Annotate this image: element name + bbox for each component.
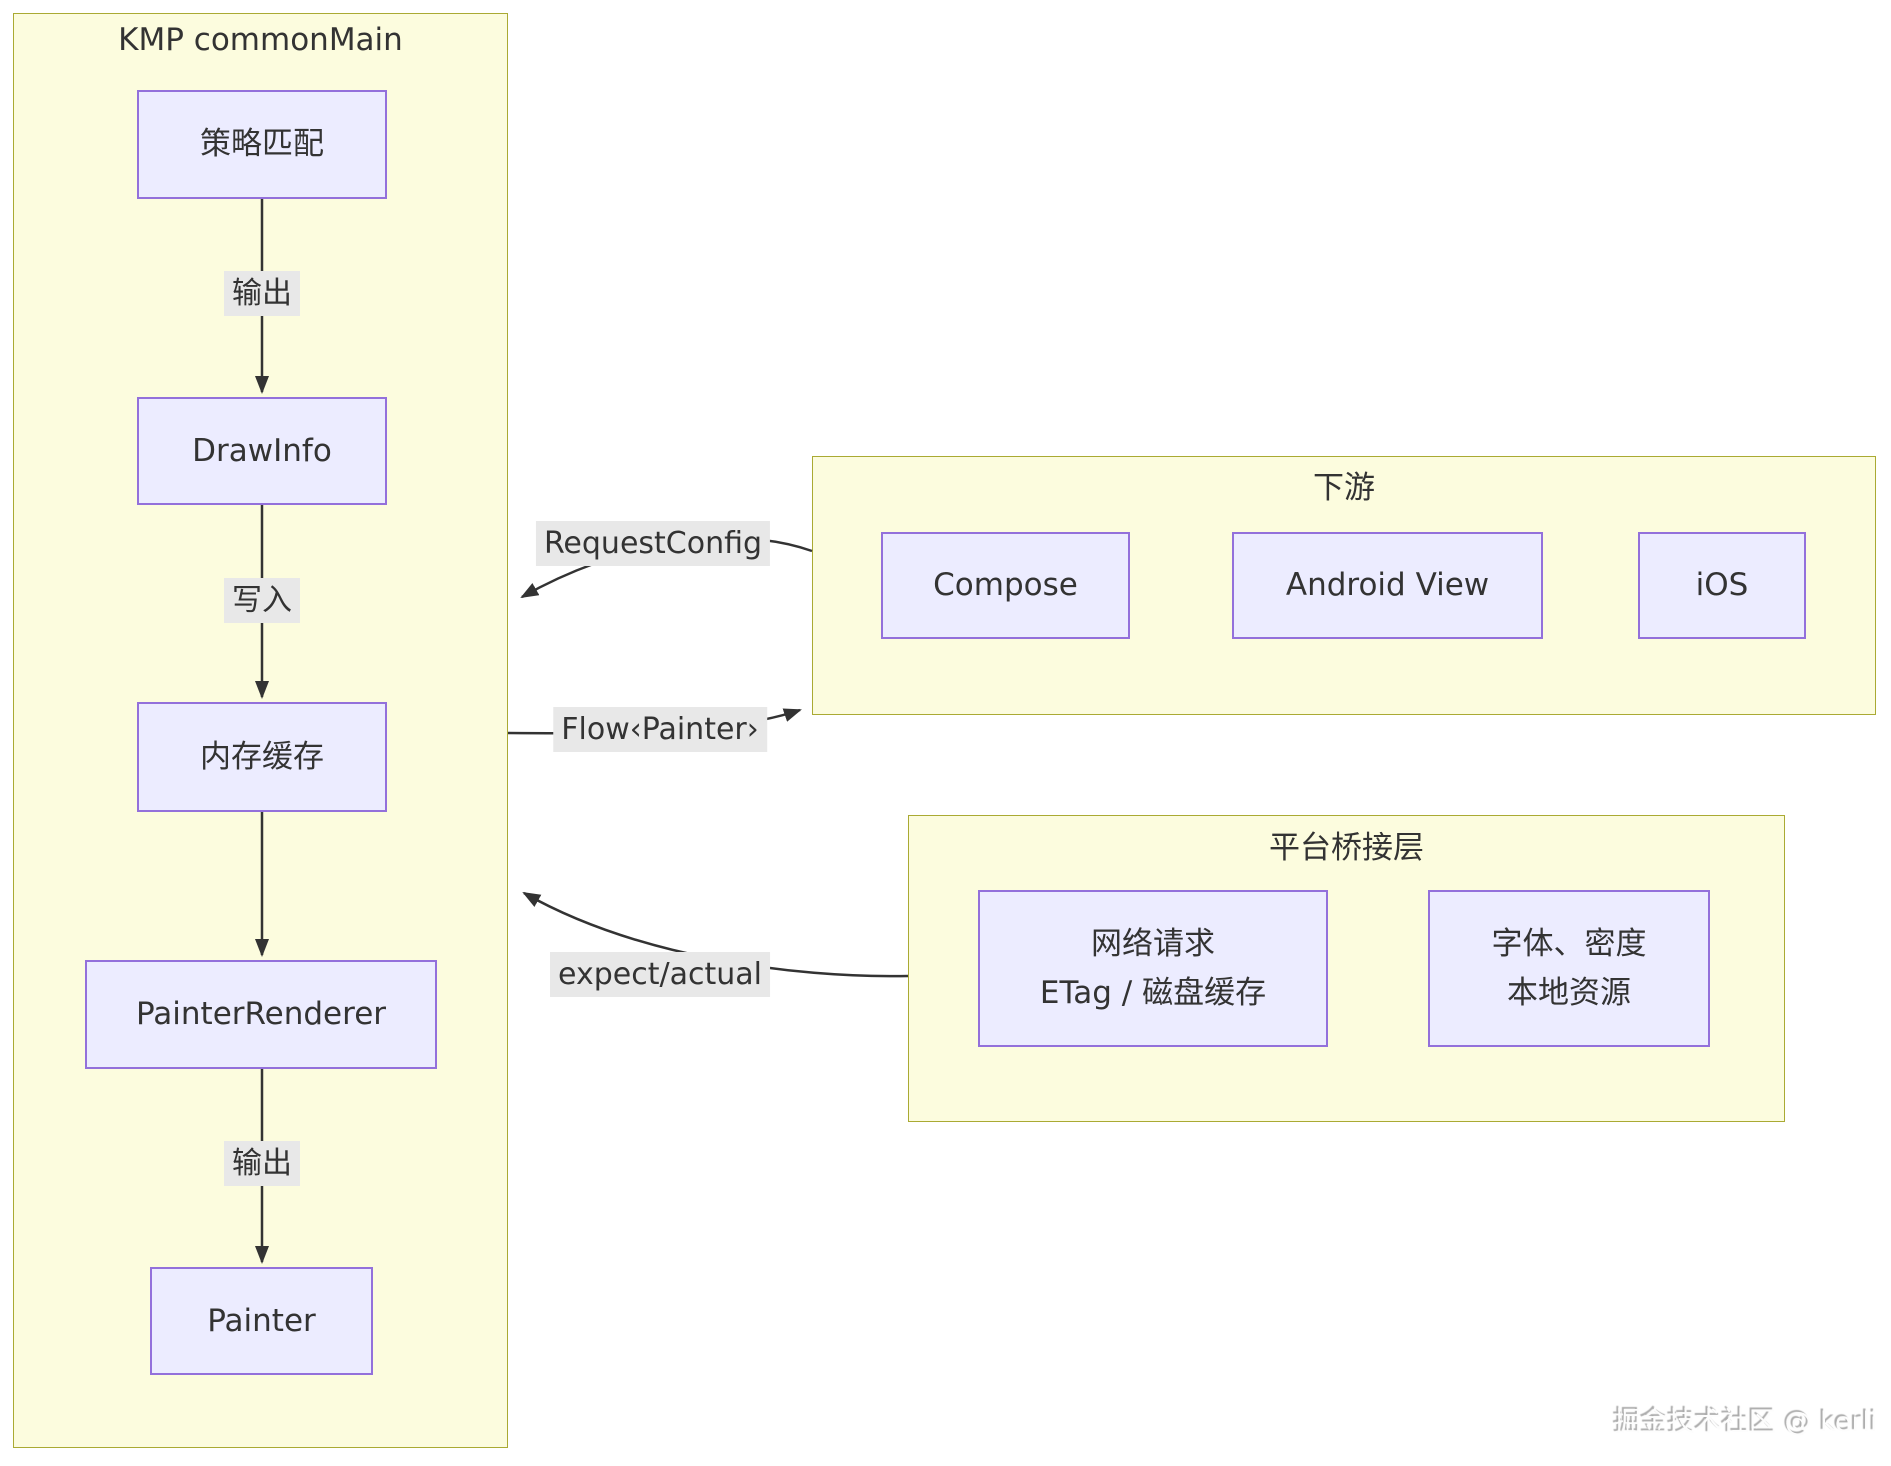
node-local-resources-line2: 本地资源 bbox=[1507, 974, 1631, 1011]
node-memory-cache-label: 内存缓存 bbox=[200, 738, 324, 775]
node-local-resources-line1: 字体、密度 bbox=[1491, 926, 1647, 963]
edge-label-output-1: 输出 bbox=[224, 271, 300, 316]
node-network-request: 网络请求 ETag / 磁盘缓存 bbox=[978, 890, 1328, 1047]
node-android-view: Android View bbox=[1232, 532, 1543, 639]
edge-label-write: 写入 bbox=[224, 578, 300, 623]
cluster-title-bridge: 平台桥接层 bbox=[1269, 830, 1424, 866]
node-painter-label: Painter bbox=[207, 1302, 316, 1339]
node-painter-renderer-label: PainterRenderer bbox=[135, 996, 387, 1033]
node-memory-cache: 内存缓存 bbox=[137, 702, 387, 812]
cluster-title-downstream: 下游 bbox=[1313, 470, 1375, 506]
edge-label-request-config: RequestConfig bbox=[535, 521, 771, 566]
node-drawinfo-label: DrawInfo bbox=[192, 432, 332, 469]
node-ios: iOS bbox=[1638, 532, 1806, 639]
node-compose-label: Compose bbox=[933, 567, 1078, 604]
node-ios-label: iOS bbox=[1695, 567, 1749, 604]
node-strategy-match: 策略匹配 bbox=[137, 90, 387, 199]
node-local-resources: 字体、密度 本地资源 bbox=[1428, 890, 1710, 1047]
node-drawinfo: DrawInfo bbox=[137, 397, 387, 505]
node-strategy-match-label: 策略匹配 bbox=[200, 126, 324, 163]
node-network-request-line1: 网络请求 bbox=[1091, 926, 1215, 963]
watermark: 掘金技术社区 @ kerli bbox=[1614, 1407, 1878, 1438]
edge-label-flow-painter: Flow‹Painter› bbox=[553, 707, 767, 752]
node-android-view-label: Android View bbox=[1285, 567, 1490, 604]
node-painter-renderer: PainterRenderer bbox=[85, 960, 437, 1069]
edge-label-expect-actual: expect/actual bbox=[550, 952, 770, 997]
node-painter: Painter bbox=[150, 1267, 373, 1375]
cluster-title-kmp: KMP commonMain bbox=[118, 22, 403, 58]
edge-label-output-2: 输出 bbox=[224, 1141, 300, 1186]
node-compose: Compose bbox=[881, 532, 1130, 639]
node-network-request-line2: ETag / 磁盘缓存 bbox=[1039, 974, 1267, 1011]
